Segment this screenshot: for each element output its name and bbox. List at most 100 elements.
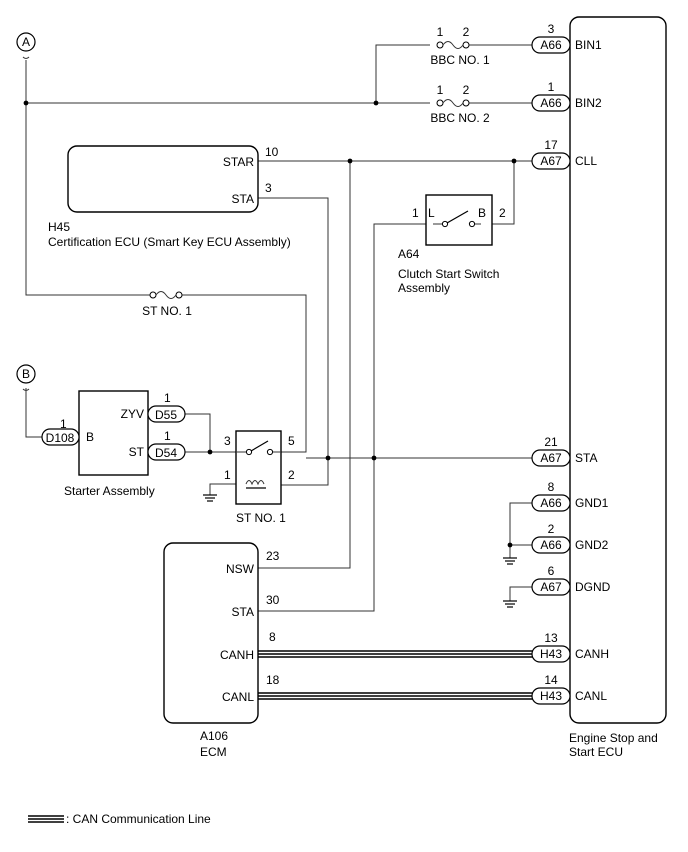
svg-text:17: 17: [544, 138, 558, 152]
svg-text:2: 2: [548, 522, 555, 536]
svg-text:STA: STA: [232, 192, 254, 206]
svg-text:3: 3: [265, 181, 272, 195]
svg-text:D54: D54: [155, 446, 177, 460]
svg-text:DGND: DGND: [575, 580, 611, 594]
ecm: NSW STA CANH CANL 23 30 8 18 A106 ECM: [163, 542, 280, 759]
svg-text:2: 2: [463, 25, 470, 39]
svg-text:H43: H43: [540, 689, 562, 703]
fuse-st-no1: ST NO. 1: [142, 291, 192, 318]
svg-text:A106: A106: [200, 729, 228, 743]
svg-text:Engine Stop and: Engine Stop and: [569, 731, 658, 745]
svg-text:B: B: [22, 367, 30, 381]
wire-stfuse-relay: [182, 294, 307, 453]
legend-label: : CAN Communication Line: [66, 812, 211, 826]
svg-text:14: 14: [544, 673, 558, 687]
st-no1-relay: 3 5 1 2 ST NO. 1: [224, 430, 295, 525]
svg-text:Start ECU: Start ECU: [569, 745, 623, 759]
svg-text:13: 13: [544, 631, 558, 645]
marker-b: B: [16, 364, 36, 391]
svg-text:BBC NO. 1: BBC NO. 1: [430, 53, 490, 67]
svg-text:1: 1: [437, 25, 444, 39]
wires: [25, 44, 534, 700]
svg-text:CLL: CLL: [575, 154, 597, 168]
wire-b-marker: [25, 388, 42, 438]
svg-text:18: 18: [266, 673, 280, 687]
clutch-start-switch: L B 1 2 A64 Clutch Start Switch Assembly: [398, 194, 506, 295]
engine-stop-start-ecu: Engine Stop and Start ECU: [569, 16, 667, 759]
svg-text:1: 1: [164, 391, 171, 405]
svg-text:3: 3: [548, 22, 555, 36]
svg-text:6: 6: [548, 564, 555, 578]
svg-text:Clutch Start Switch: Clutch Start Switch: [398, 267, 499, 281]
junction-dots: [23, 100, 517, 548]
svg-text:NSW: NSW: [226, 562, 255, 576]
svg-text:ST NO. 1: ST NO. 1: [236, 511, 286, 525]
svg-text:10: 10: [265, 145, 279, 159]
svg-text:ST: ST: [129, 445, 145, 459]
wire-clutch-l: [257, 223, 433, 612]
svg-text:A66: A66: [540, 38, 562, 52]
svg-text:STAR: STAR: [223, 155, 254, 169]
svg-text:1: 1: [437, 83, 444, 97]
can-lines: [257, 650, 534, 700]
svg-text:A67: A67: [540, 451, 562, 465]
svg-text:CANL: CANL: [222, 690, 254, 704]
wire-zyv-st: [185, 413, 211, 453]
svg-text:A64: A64: [398, 247, 420, 261]
wire-gnd1: [509, 502, 532, 558]
wire-nsw: [257, 161, 351, 569]
ecu-pin-connectors: A663BIN1A661BIN2A6717CLLA6721STAA668GND1…: [531, 22, 611, 705]
svg-text:ZYV: ZYV: [121, 407, 144, 421]
svg-text:1: 1: [164, 429, 171, 443]
svg-text:8: 8: [548, 480, 555, 494]
svg-text:B: B: [478, 206, 486, 220]
svg-text:H43: H43: [540, 647, 562, 661]
svg-text:H45: H45: [48, 220, 70, 234]
svg-text:1: 1: [224, 468, 231, 482]
wire-bin1-branch: [375, 44, 430, 103]
svg-text:A67: A67: [540, 580, 562, 594]
fuse-bbc-no2: 1 2 BBC NO. 2: [430, 83, 490, 125]
svg-text:B: B: [86, 430, 94, 444]
svg-text:8: 8: [269, 630, 276, 644]
marker-a: A: [16, 32, 36, 59]
wire-dgnd: [509, 586, 532, 601]
svg-text:D108: D108: [46, 431, 75, 445]
svg-text:2: 2: [463, 83, 470, 97]
ground-symbols: [203, 494, 517, 608]
svg-text:CANH: CANH: [575, 647, 609, 661]
svg-text:1: 1: [412, 206, 419, 220]
svg-text:GND1: GND1: [575, 496, 609, 510]
fuse-bbc-no1: 1 2 BBC NO. 1: [430, 25, 490, 67]
svg-text:2: 2: [288, 468, 295, 482]
svg-text:1: 1: [548, 80, 555, 94]
svg-text:A: A: [22, 35, 30, 49]
svg-text:BIN1: BIN1: [575, 38, 602, 52]
svg-text:STA: STA: [232, 605, 254, 619]
svg-text:Starter Assembly: Starter Assembly: [64, 484, 155, 498]
svg-text:3: 3: [224, 434, 231, 448]
svg-text:CANH: CANH: [220, 648, 254, 662]
svg-text:21: 21: [544, 435, 558, 449]
svg-text:A66: A66: [540, 496, 562, 510]
svg-text:D55: D55: [155, 408, 177, 422]
wire-relay-ground: [209, 483, 236, 495]
svg-text:ECM: ECM: [200, 745, 227, 759]
certification-ecu: STAR STA 10 3 H45 Certification ECU (Sma…: [48, 145, 291, 249]
svg-text:BBC NO. 2: BBC NO. 2: [430, 111, 490, 125]
svg-text:L: L: [428, 206, 435, 220]
svg-text:BIN2: BIN2: [575, 96, 602, 110]
svg-text:ST NO. 1: ST NO. 1: [142, 304, 192, 318]
svg-text:2: 2: [499, 206, 506, 220]
svg-text:A67: A67: [540, 154, 562, 168]
